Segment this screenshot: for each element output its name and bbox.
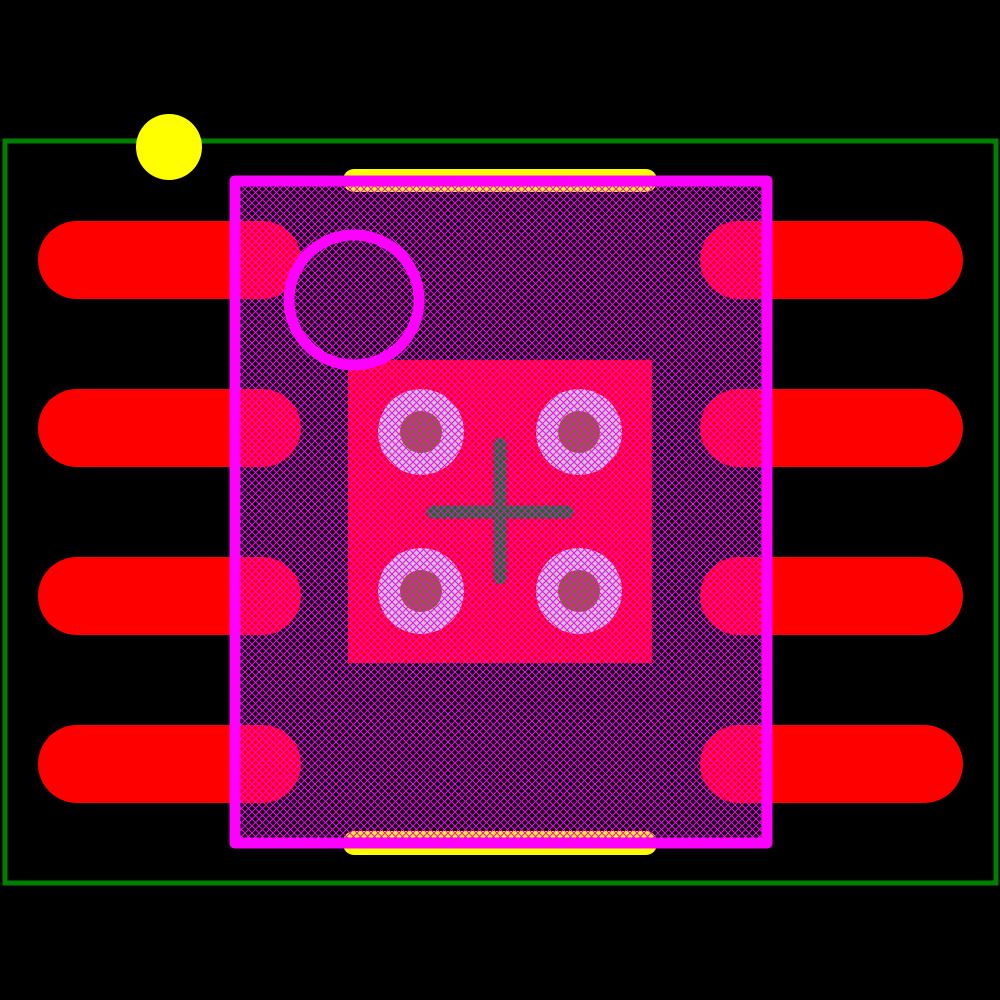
pin1-marker-dot-icon [136,114,202,180]
pin1-silkscreen-circle-icon [283,229,425,371]
courtyard-outline [2,138,999,886]
component-body-outline [229,175,773,849]
body-hatch [235,181,767,843]
